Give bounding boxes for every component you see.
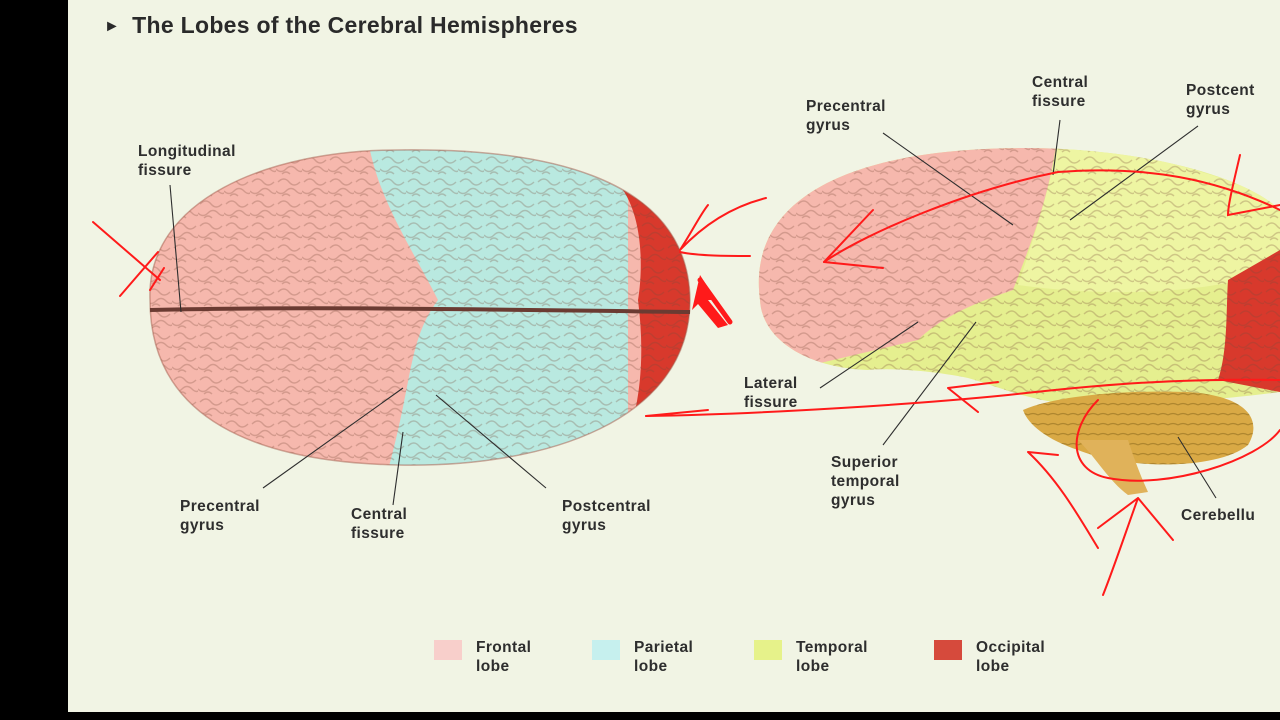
brain-diagrams <box>92 119 1280 596</box>
label-postcentral-gyrus-top: Postcentral gyrus <box>562 498 651 534</box>
cursor-arrow-icon <box>692 275 728 328</box>
legend-swatch-parietal <box>592 640 620 660</box>
legend-swatch-frontal <box>434 640 462 660</box>
label-superior-temporal-gyrus: Superior temporal gyrus <box>831 454 900 509</box>
label-longitudinal-fissure: Longitudinal fissure <box>138 143 236 179</box>
label-central-fissure-side: Central fissure <box>1032 74 1089 110</box>
side-view-brain <box>758 148 1280 495</box>
label-central-fissure-top: Central fissure <box>351 506 408 542</box>
label-precentral-gyrus-side: Precentral gyrus <box>806 98 886 134</box>
label-cerebellum: Cerebellu <box>1181 507 1256 524</box>
legend-swatch-temporal <box>754 640 782 660</box>
label-precentral-gyrus-top: Precentral gyrus <box>180 498 260 534</box>
legend-swatch-occipital <box>934 640 962 660</box>
label-lateral-fissure: Lateral fissure <box>744 375 798 411</box>
slide: ► The Lobes of the Cerebral Hemispheres <box>68 0 1280 712</box>
label-postcentral-gyrus-side: Postcent gyrus <box>1186 82 1255 118</box>
leader-lines <box>169 119 1217 506</box>
red-annotations <box>92 154 1280 596</box>
longitudinal-fissure-line <box>149 306 691 314</box>
title-text: The Lobes of the Cerebral Hemispheres <box>132 12 578 38</box>
slide-title: ► The Lobes of the Cerebral Hemispheres <box>104 12 578 39</box>
title-marker: ► <box>104 18 121 35</box>
